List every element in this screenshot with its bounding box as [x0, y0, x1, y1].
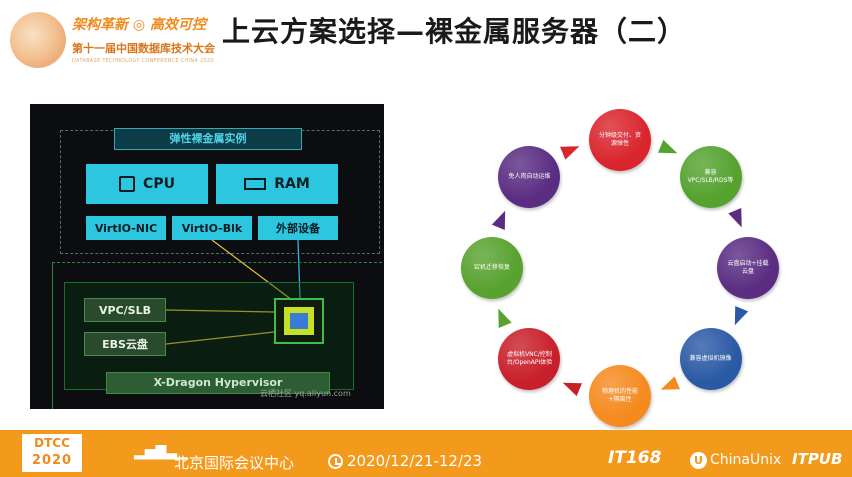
- ext-to-chip-line: [297, 239, 301, 299]
- date-text: 2020/12/21-12/23: [347, 452, 483, 470]
- dtcc-logo-text: DTCC: [34, 436, 70, 450]
- feature-cycle: 分钟级交付、资源弹性兼容VPC/SLB/RDS等云盘启动+挂载云盘兼容虚拟机镜像…: [440, 94, 820, 444]
- watermark: 云栖社区 yq.aliyun.com: [260, 389, 351, 398]
- cycle-node: 物理机的性能+隔离性: [589, 365, 651, 427]
- cycle-node: 宕机迁移恢复: [461, 237, 523, 299]
- cycle-node: 分钟级交付、资源弹性: [589, 109, 651, 171]
- instance-title: 弹性裸金属实例: [114, 128, 302, 150]
- hypervisor-bar: X-Dragon Hypervisor: [106, 372, 330, 394]
- cycle-arrow-icon: [657, 139, 678, 154]
- cycle-arrow-icon: [491, 210, 506, 231]
- ebs-disk-box: EBS云盘: [84, 332, 166, 356]
- blk-to-chip-line: [211, 239, 293, 301]
- cycle-arrows: [491, 139, 749, 397]
- conference-english-name: DATABASE TECHNOLOGY CONFERENCE CHINA 202…: [72, 58, 214, 64]
- beijing-emblem-icon: [10, 12, 66, 68]
- ram-box: RAM: [216, 164, 338, 204]
- cycle-node: 虚拟机VNC/控制台/OpenAPI体验: [498, 327, 561, 390]
- vpc-to-chip-line: [165, 309, 275, 313]
- conference-logo: 架构革新 ◎ 高效可控 第十一届中国数据库技术大会 DATABASE TECHN…: [6, 8, 216, 78]
- cycle-arrow-icon: [560, 146, 580, 160]
- page-title: 上云方案选择—裸金属服务器（二）: [222, 15, 687, 48]
- venue-text: 北京国际会议中心: [174, 454, 295, 472]
- host-frame: [52, 262, 382, 409]
- chinaunix-icon: U: [690, 452, 707, 469]
- sponsor-chinaunix-logo: ChinaUnix: [710, 452, 782, 468]
- external-device-box: 外部设备: [258, 216, 338, 240]
- cycle-arrow-icon: [734, 305, 749, 326]
- cycle-node: 云盘启动+挂载云盘: [717, 237, 779, 299]
- cycle-arrow-icon: [660, 376, 680, 390]
- cycle-node: 兼容虚拟机镜像: [679, 327, 742, 390]
- virtio-nic-box: VirtIO-NIC: [86, 216, 166, 240]
- vpc-slb-box: VPC/SLB: [84, 298, 166, 322]
- dtcc-logo: DTCC 2020: [22, 434, 82, 472]
- event-date: 2020/12/21-12/23: [328, 452, 482, 470]
- cycle-arrow-icon: [498, 308, 512, 328]
- virtio-blk-box: VirtIO-Blk: [172, 216, 252, 240]
- mobo-chip-icon: [274, 298, 324, 344]
- cpu-icon: [119, 176, 136, 192]
- sponsor-itpub-logo: ITPUB: [792, 450, 843, 468]
- sponsor-it168-logo: IT168: [608, 448, 662, 468]
- cycle-node: 兼容VPC/SLB/RDS等: [679, 146, 742, 209]
- conference-slogan: 架构革新 ◎ 高效可控: [72, 17, 206, 33]
- conference-name: 第十一届中国数据库技术大会: [72, 42, 215, 55]
- skyline-icon: ▂▅▇▃▁: [134, 444, 188, 460]
- ebs-to-chip-line: [165, 331, 275, 345]
- cycle-arrow-icon: [562, 382, 583, 397]
- cpu-box: CPU: [86, 164, 208, 204]
- dtcc-logo-year: 2020: [31, 453, 73, 468]
- clock-icon: [328, 453, 343, 469]
- cpu-label: CPU: [143, 176, 175, 192]
- cycle-arrow-icon: [728, 208, 742, 228]
- footer-bar: DTCC 2020 ▂▅▇▃▁ 北京国际会议中心 2020/12/21-12/2…: [0, 430, 852, 477]
- connection-lines: [165, 239, 301, 345]
- ram-icon: [244, 178, 267, 190]
- bare-metal-architecture-diagram: 弹性裸金属实例 CPU RAM VirtIO-NIC VirtIO-Blk 外部…: [30, 104, 384, 409]
- cycle-node: 免人肉自动运维: [498, 146, 561, 209]
- ram-label: RAM: [274, 176, 310, 192]
